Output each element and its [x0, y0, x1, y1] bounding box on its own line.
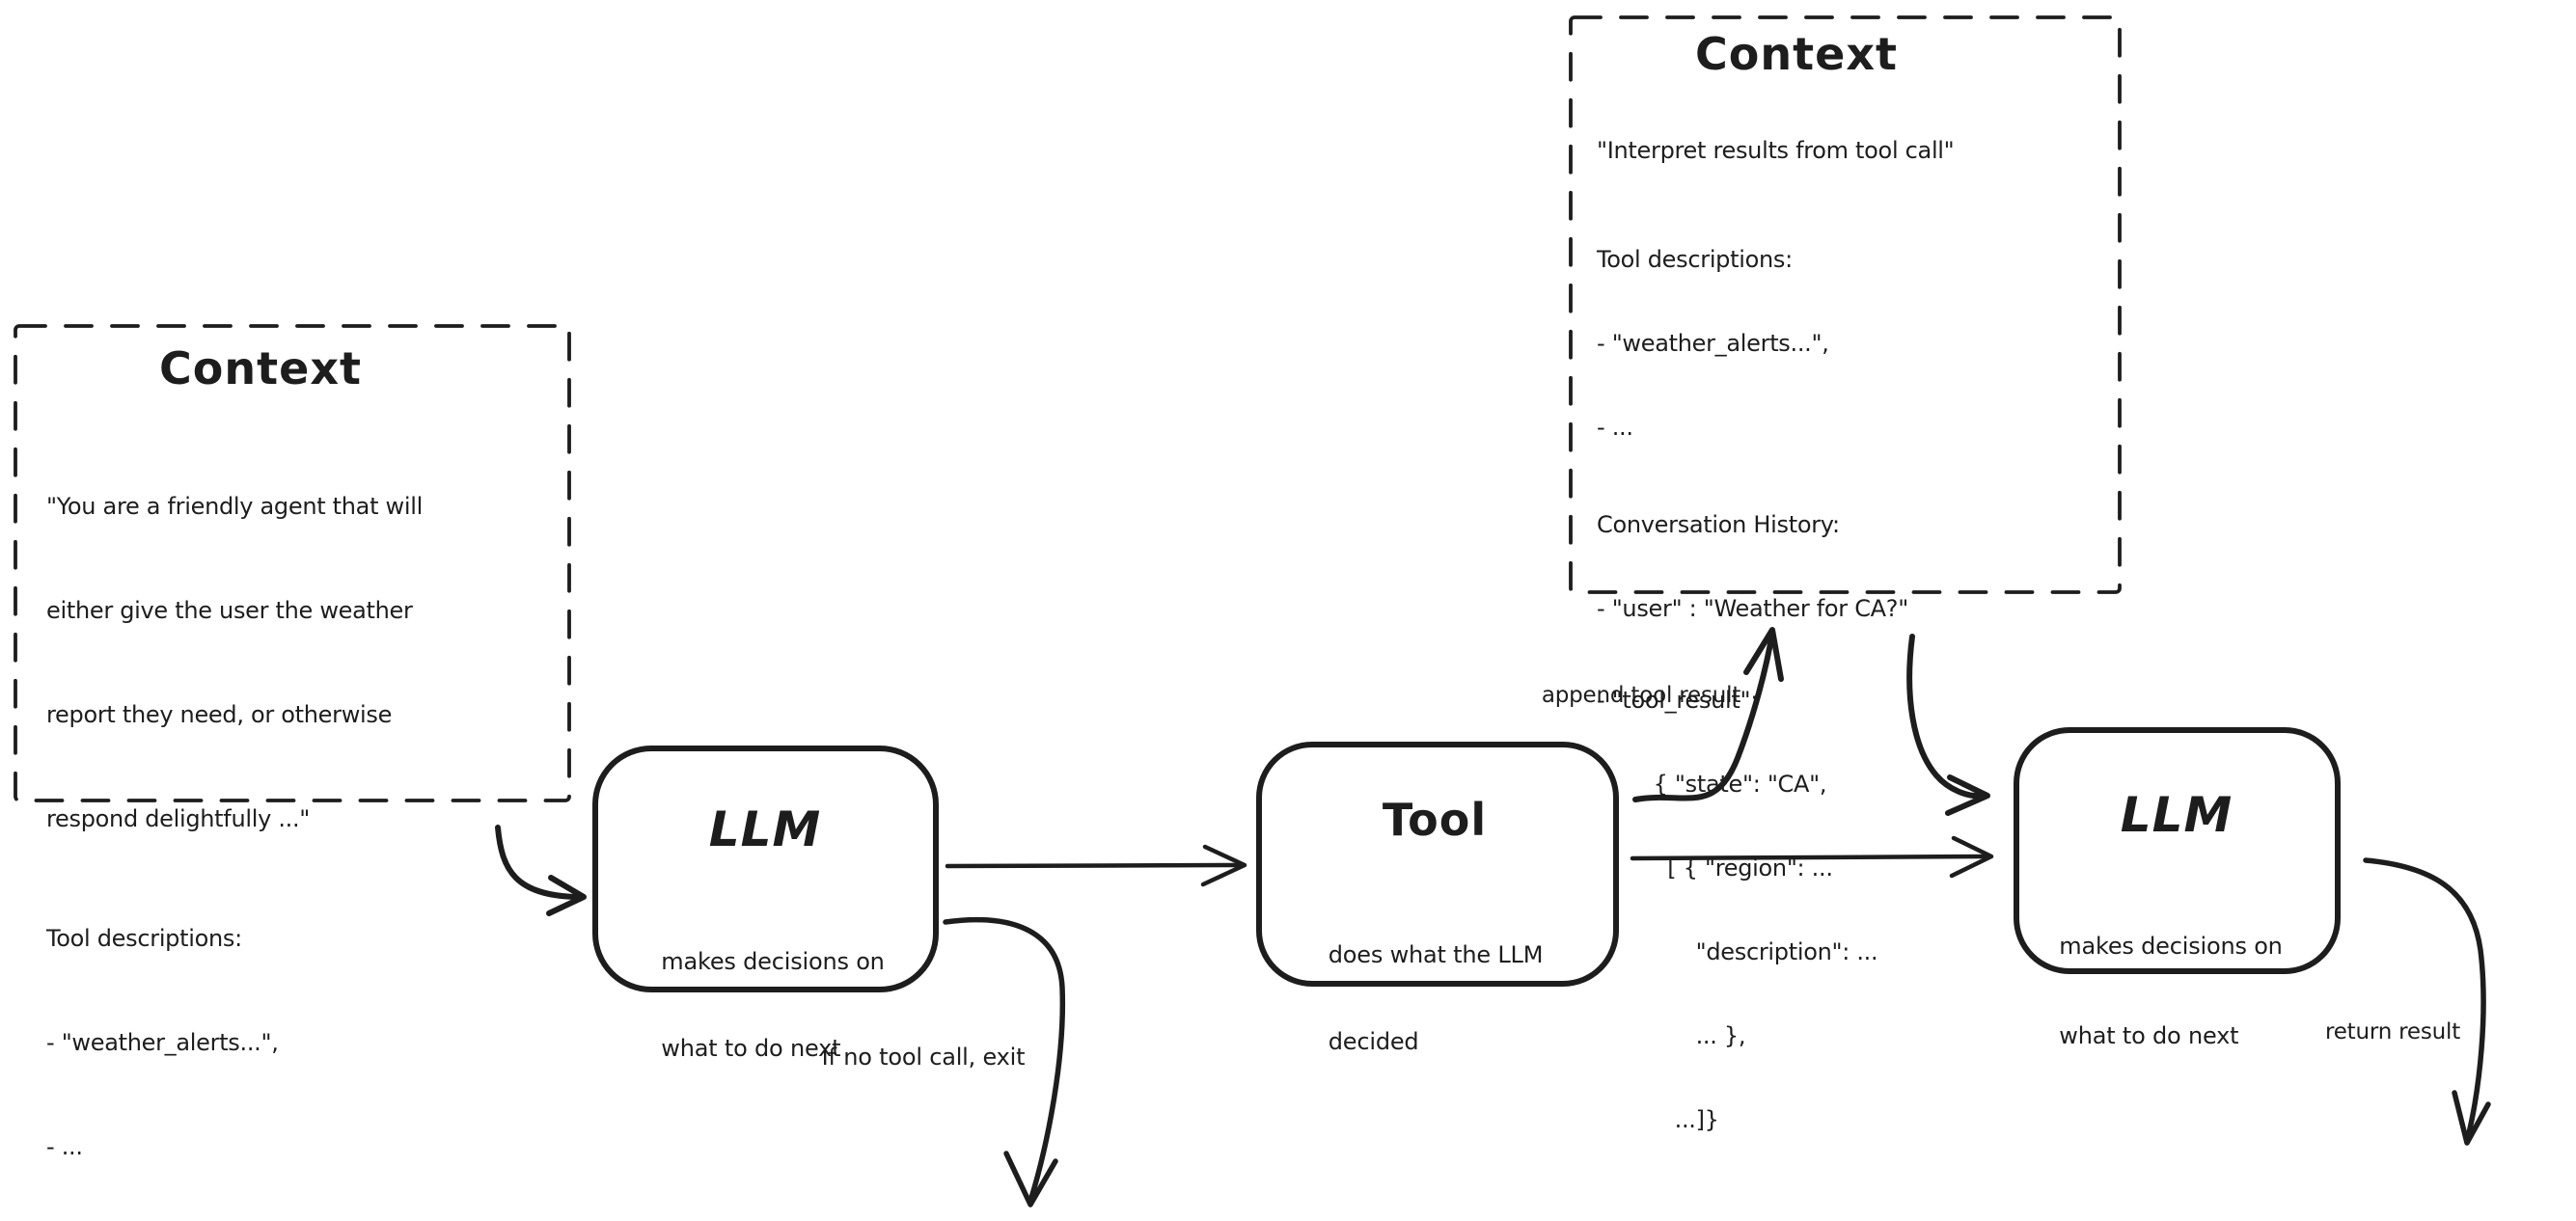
tool-node-border [1256, 742, 1619, 987]
tool-subtitle-line1: does what the LLM [1328, 941, 1544, 968]
if-no-tool-call-exit-label: If no tool call, exit [821, 1044, 1026, 1071]
arrow-context-left-to-llm1 [495, 825, 587, 916]
llm1-subtitle: makes decisions on what to do next [661, 889, 885, 1121]
arrow-llm1-exit [943, 916, 1066, 1207]
llm2-subtitle-line2: what to do next [2059, 1022, 2239, 1049]
arrow-tool-to-llm2 [1630, 835, 1994, 879]
tool-title: Tool [1382, 794, 1488, 846]
context-line: - "user" : "Weather for CA?" [1597, 595, 1908, 622]
tool-subtitle: does what the LLM decided [1328, 882, 1544, 1114]
llm1-subtitle-line2: what to do next [661, 1035, 841, 1062]
return-result-label: return result [2324, 1019, 2461, 1045]
context-right-title: Context [1695, 28, 1898, 80]
context-line: respond delightfully ..." [46, 805, 311, 832]
context-left-title: Context [159, 342, 362, 394]
arrow-llm1-to-tool [945, 844, 1247, 887]
context-line: ... }, [1597, 1022, 1746, 1049]
llm1-title: LLM [708, 801, 822, 857]
arrow-llm2-return [2363, 857, 2491, 1146]
context-line: "description": ... [1597, 938, 1878, 965]
context-line: "Interpret results from tool call" [1597, 137, 1955, 164]
context-line: Tool descriptions: [46, 925, 242, 952]
context-left-border [14, 324, 571, 802]
llm2-node-border [2014, 727, 2341, 974]
llm1-node-border [592, 746, 939, 992]
context-line: ...]} [1597, 1106, 1719, 1133]
arrow-tool-to-context-right [1632, 627, 1784, 802]
context-line: Tool descriptions: [1597, 246, 1793, 273]
context-line: - ... [1597, 414, 1633, 441]
llm2-subtitle: makes decisions on what to do next [2059, 872, 2283, 1111]
tool-subtitle-line2: decided [1328, 1028, 1419, 1055]
context-line: - "weather_alerts...", [1597, 330, 1829, 357]
context-line: { "state": "CA", [1597, 771, 1827, 798]
context-line: report they need, or otherwise [46, 701, 393, 728]
context-line: "You are a friendly agent that will [46, 493, 423, 520]
context-line: either give the user the weather [46, 597, 413, 624]
llm1-subtitle-line1: makes decisions on [661, 948, 885, 975]
context-line: - ... [46, 1133, 83, 1160]
append-tool-result-label: append tool result [1541, 683, 1741, 708]
context-line: - "tool_result": [1597, 687, 1758, 714]
llm2-title: LLM [2120, 787, 2233, 843]
context-line: Conversation History: [1597, 511, 1840, 538]
arrow-context-right-to-llm2 [1906, 634, 1990, 816]
context-line: - "weather_alerts...", [46, 1029, 279, 1056]
context-line: [ { "region": ... [1597, 855, 1833, 882]
context-right-border [1569, 15, 2122, 594]
llm2-subtitle-line1: makes decisions on [2059, 933, 2283, 960]
context-left-body: "You are a friendly agent that will eith… [46, 420, 423, 1221]
context-right-body: "Interpret results from tool call" Tool … [1597, 81, 1955, 1190]
